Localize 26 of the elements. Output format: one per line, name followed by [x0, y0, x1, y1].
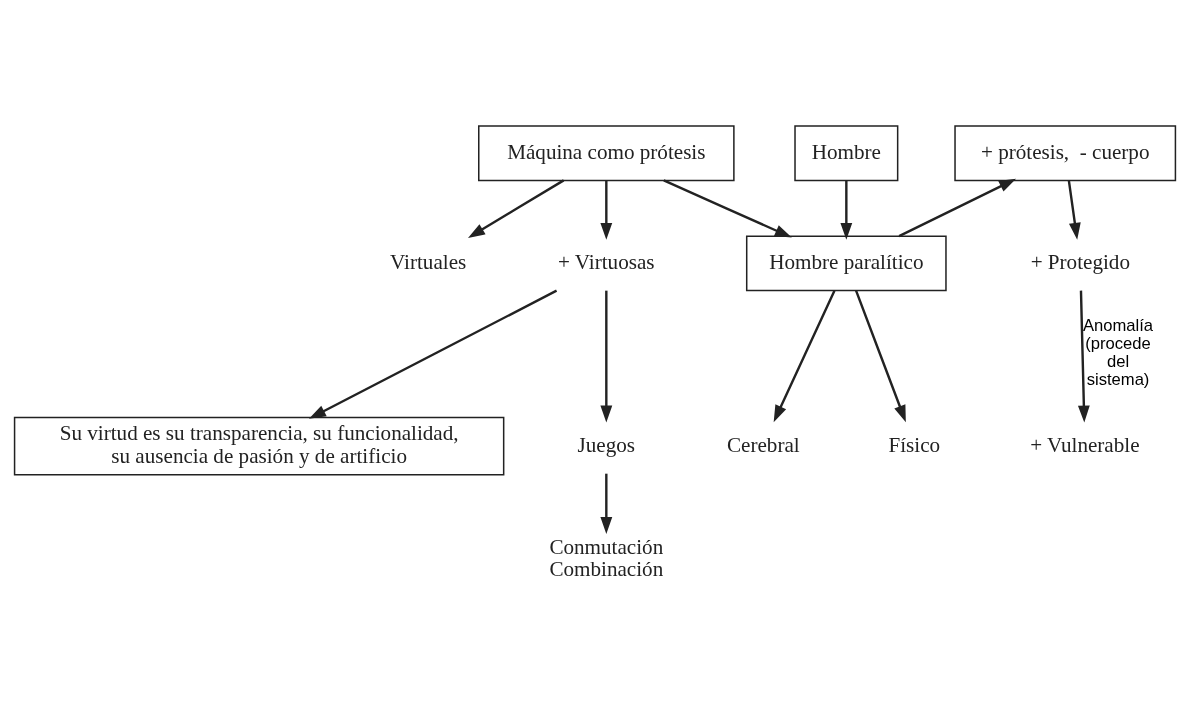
- node-text: Virtuales: [390, 249, 467, 274]
- arrow: [600, 180, 613, 240]
- node-box: Hombre: [794, 124, 899, 181]
- node-box: Máquina como prótesis: [478, 124, 735, 181]
- arrow: [773, 289, 836, 422]
- node-box: Hombre paralítico: [745, 235, 947, 291]
- arrow: [1077, 290, 1090, 422]
- arrow: [840, 180, 853, 240]
- edge-label: Anomalía (procede del sistema): [1083, 315, 1154, 389]
- arrow: [663, 178, 792, 238]
- node-box: Su virtud es su transparencia, su funcionalidad, su ausencia de pasión y de artificio: [13, 416, 505, 475]
- arrow: [898, 178, 1017, 237]
- arrow: [600, 290, 613, 422]
- node-text: Conmutación Combinación: [549, 534, 664, 581]
- arrow: [854, 289, 906, 422]
- arrow: [600, 473, 613, 534]
- node-text: + Virtuosas: [558, 249, 655, 274]
- node-box: + prótesis, - cuerpo: [954, 124, 1177, 181]
- node-text: Cerebral: [726, 432, 800, 457]
- arrow: [308, 289, 558, 419]
- node-text: Juegos: [577, 432, 636, 457]
- arrow: [468, 178, 565, 238]
- node-text: + Protegido: [1030, 249, 1130, 274]
- arrow: [1067, 180, 1081, 240]
- node-text: + Vulnerable: [1030, 432, 1140, 457]
- node-text: Físico: [888, 432, 941, 457]
